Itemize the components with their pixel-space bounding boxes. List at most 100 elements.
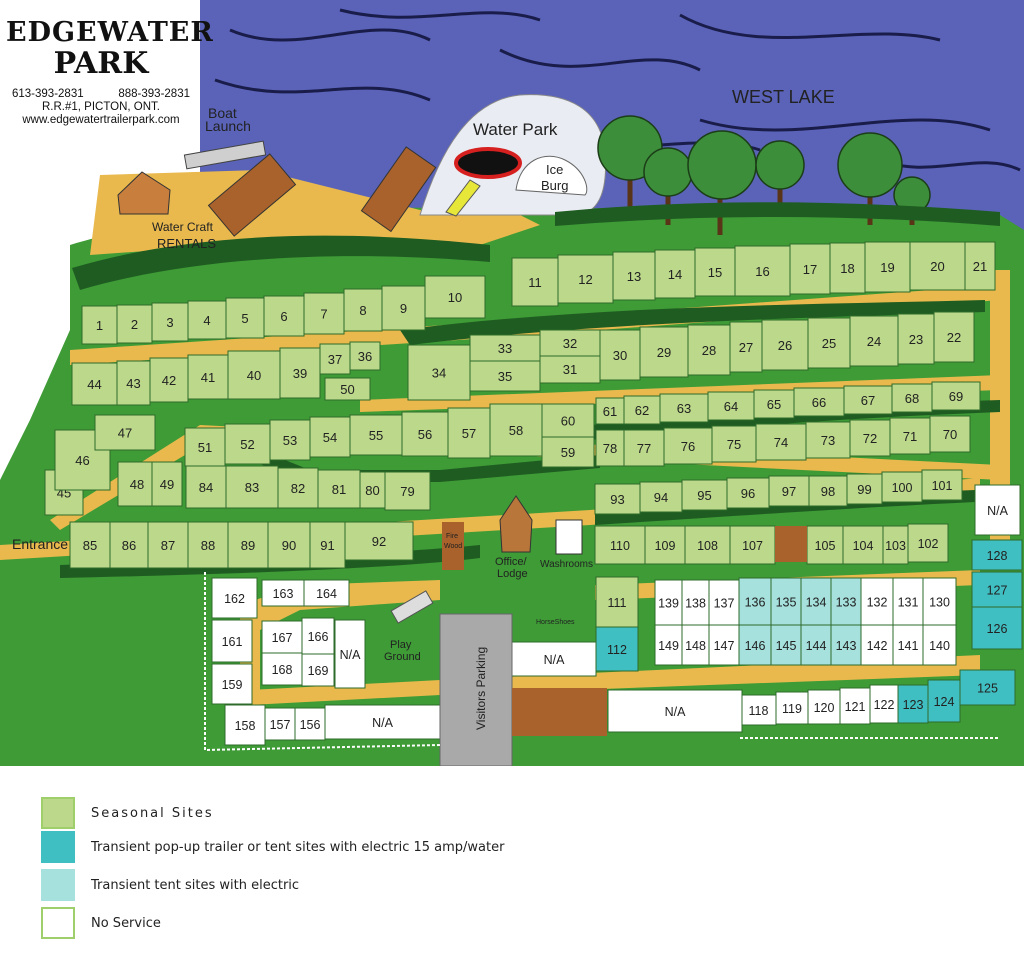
site-55[interactable]: 55	[349, 414, 403, 456]
site-105[interactable]: 105	[806, 525, 844, 565]
site-block[interactable]	[224, 704, 266, 746]
site-59[interactable]: 59	[541, 436, 595, 468]
site-block[interactable]	[807, 689, 841, 725]
site-block[interactable]	[319, 343, 351, 375]
site-162[interactable]: 162	[211, 577, 258, 619]
site-99[interactable]: 99	[846, 473, 883, 505]
site-76[interactable]: 76	[663, 427, 713, 465]
site-81[interactable]: 81	[317, 469, 361, 509]
site-110[interactable]: 110	[594, 525, 646, 565]
site-block[interactable]	[909, 241, 966, 291]
site-48[interactable]: 48	[117, 461, 157, 507]
site-block[interactable]	[69, 521, 111, 569]
site-32[interactable]: 32	[539, 329, 601, 357]
site-7[interactable]: 7	[303, 292, 345, 335]
site-57[interactable]: 57	[447, 407, 491, 459]
site-80[interactable]: 80	[359, 471, 386, 509]
site-2[interactable]: 2	[116, 304, 153, 344]
site-108[interactable]: 108	[684, 525, 731, 565]
site-136[interactable]: 136	[738, 577, 772, 626]
site-block[interactable]	[595, 576, 639, 628]
site-block[interactable]	[793, 387, 845, 417]
site-block[interactable]	[489, 403, 543, 457]
site-block[interactable]	[933, 311, 975, 363]
site-5[interactable]: 5	[225, 297, 265, 339]
site-96[interactable]: 96	[726, 477, 770, 509]
site-104[interactable]: 104	[842, 525, 884, 565]
site-block[interactable]	[211, 577, 258, 619]
site-164[interactable]: 164	[303, 579, 350, 607]
site-75[interactable]: 75	[711, 425, 757, 463]
site-52[interactable]: 52	[224, 423, 271, 465]
site-block[interactable]	[800, 624, 832, 666]
site-block[interactable]	[639, 326, 689, 378]
site-block[interactable]	[842, 525, 884, 565]
site-40[interactable]: 40	[227, 350, 281, 400]
site-block[interactable]	[301, 617, 335, 655]
site-166[interactable]: 166	[301, 617, 335, 655]
site-125[interactable]: 125	[959, 669, 1016, 706]
site-121[interactable]: 121	[839, 687, 871, 725]
site-block[interactable]	[599, 329, 641, 381]
site-35[interactable]: 35	[469, 360, 541, 392]
site-17[interactable]: 17	[789, 243, 831, 295]
site-27[interactable]: 27	[729, 321, 763, 373]
site-91[interactable]: 91	[309, 521, 346, 569]
site-block[interactable]	[269, 419, 311, 461]
site-block[interactable]	[974, 484, 1021, 536]
site-block[interactable]	[227, 521, 269, 569]
site-145[interactable]: 145	[770, 624, 802, 666]
site-block[interactable]	[151, 461, 183, 507]
site-block[interactable]	[557, 254, 614, 304]
site-block[interactable]	[594, 525, 646, 565]
site-3[interactable]: 3	[151, 302, 189, 342]
site-120[interactable]: 120	[807, 689, 841, 725]
site-block[interactable]	[971, 606, 1023, 650]
site-43[interactable]: 43	[116, 360, 151, 406]
site-36[interactable]: 36	[349, 341, 381, 371]
site-82[interactable]: 82	[277, 467, 319, 509]
site-90[interactable]: 90	[267, 521, 311, 569]
site-block[interactable]	[469, 334, 541, 362]
site-block[interactable]	[301, 653, 335, 687]
site-block[interactable]	[303, 579, 350, 607]
site-127[interactable]: 127	[971, 571, 1023, 608]
site-93[interactable]: 93	[594, 483, 641, 515]
site-12[interactable]: 12	[557, 254, 614, 304]
site-block[interactable]	[882, 525, 909, 565]
site-33[interactable]: 33	[469, 334, 541, 362]
site-block[interactable]	[959, 669, 1016, 706]
site-block[interactable]	[225, 297, 265, 339]
site-138[interactable]: 138	[681, 579, 710, 626]
site-block[interactable]	[187, 521, 229, 569]
site-134[interactable]: 134	[800, 577, 832, 626]
site-71[interactable]: 71	[889, 417, 931, 455]
site-112[interactable]: 112	[595, 626, 639, 672]
site-92[interactable]: 92	[344, 521, 414, 561]
site-94[interactable]: 94	[639, 481, 683, 513]
site-23[interactable]: 23	[897, 313, 935, 365]
site-128[interactable]: 128	[971, 539, 1023, 571]
site-49[interactable]: 49	[151, 461, 183, 507]
site-block[interactable]	[881, 471, 923, 503]
site-10[interactable]: 10	[424, 275, 486, 319]
site-block[interactable]	[359, 471, 386, 509]
site-83[interactable]: 83	[225, 465, 279, 509]
site-block[interactable]	[211, 619, 253, 663]
site-block[interactable]	[623, 395, 661, 425]
site-119[interactable]: 119	[775, 691, 809, 725]
site-126[interactable]: 126	[971, 606, 1023, 650]
site-block[interactable]	[349, 414, 403, 456]
site-block[interactable]	[694, 247, 736, 297]
site-78[interactable]: 78	[595, 429, 625, 467]
site-na-1[interactable]: N/A	[511, 641, 597, 677]
site-block[interactable]	[687, 324, 731, 376]
site-97[interactable]: 97	[768, 475, 810, 507]
site-block[interactable]	[109, 521, 149, 569]
site-block[interactable]	[151, 302, 189, 342]
site-87[interactable]: 87	[147, 521, 189, 569]
site-25[interactable]: 25	[807, 317, 851, 369]
site-158[interactable]: 158	[224, 704, 266, 746]
site-111[interactable]: 111	[595, 576, 639, 628]
site-62[interactable]: 62	[623, 395, 661, 425]
